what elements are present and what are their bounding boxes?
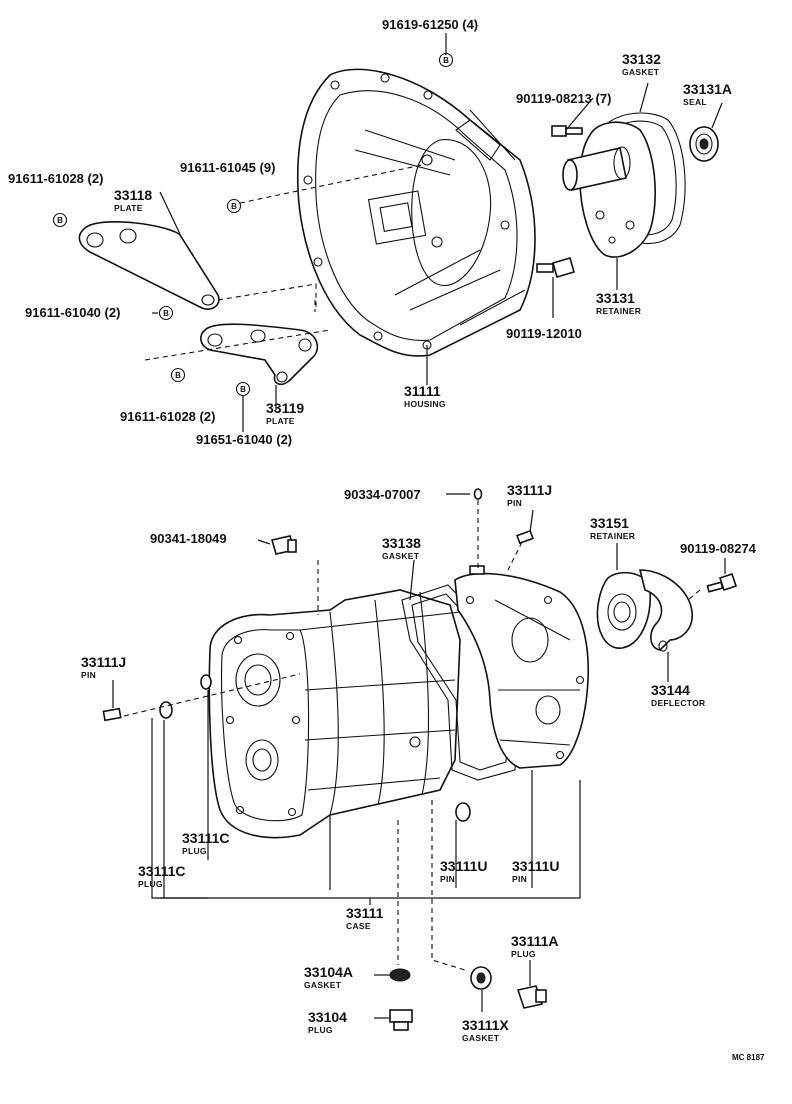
drain-plug: [389, 1009, 413, 1031]
housing-bolt: [536, 257, 575, 278]
extension-housing: [454, 565, 590, 769]
case-plug-a: [159, 701, 173, 719]
callout-33151-desc: RETAINER: [590, 531, 635, 541]
oil-deflector: [638, 569, 693, 652]
plug-gasket: [470, 966, 492, 990]
retainer-bolt: [551, 125, 583, 137]
drain-plug-top: [270, 535, 297, 555]
drawing-code: MC 8187: [732, 1053, 765, 1062]
callout-91611-61045: 91611-61045 (9): [180, 160, 275, 175]
bolt-marker-icon: B: [438, 52, 454, 68]
callout-33119-desc: PLATE: [266, 416, 295, 426]
callout-33118-desc: PLATE: [114, 203, 143, 213]
callout-91619-61250: 91619-61250 (4): [382, 17, 478, 32]
dowel-pin-top: [516, 529, 534, 545]
svg-text:B: B: [231, 202, 237, 211]
callout-33138: 33138: [382, 535, 421, 551]
case-plug-b: [200, 674, 212, 690]
callout-90334-07007: 90334-07007: [344, 487, 421, 502]
callout-33111: 33111: [346, 905, 384, 921]
filler-plug: [516, 985, 547, 1009]
callout-33131A-desc: SEAL: [683, 97, 707, 107]
callout-33111U-left-desc: PIN: [440, 874, 455, 884]
callout-33144: 33144: [651, 682, 690, 698]
callout-33132-desc: GASKET: [622, 67, 660, 77]
bolt-marker-icon: B: [235, 381, 251, 397]
callout-91651-61040: 91651-61040 (2): [196, 432, 292, 447]
callout-90119-08213: 90119-08213 (7): [516, 91, 611, 106]
callout-33111C-upper: 33111C: [182, 830, 230, 846]
bolt-marker-icon: B: [226, 198, 242, 214]
callout-33138-desc: GASKET: [382, 551, 420, 561]
callout-33104: 33104: [308, 1009, 347, 1025]
callout-91611-61040: 91611-61040 (2): [25, 305, 120, 320]
callout-33104A: 33104A: [304, 964, 353, 980]
callout-91611-61028-lower: 91611-61028 (2): [120, 409, 215, 424]
callout-33111J-left: 33111J: [81, 654, 126, 670]
callout-33118: 33118: [114, 187, 152, 203]
callout-90119-12010: 90119-12010: [506, 326, 582, 341]
dowel-pin-left: [102, 707, 122, 722]
callout-33132: 33132: [622, 51, 661, 67]
drain-gasket: [389, 968, 411, 982]
callout-91611-61028-upper: 91611-61028 (2): [8, 171, 103, 186]
engine-plate-lower: [200, 323, 319, 386]
svg-text:B: B: [240, 385, 246, 394]
callout-33111C-lower: 33111C: [138, 863, 186, 879]
svg-text:B: B: [163, 309, 169, 318]
callout-33151: 33151: [590, 515, 629, 531]
front-bearing-retainer: [562, 121, 656, 258]
callout-33111J-left-desc: PIN: [81, 670, 96, 680]
callout-33119: 33119: [266, 400, 304, 416]
callout-33111U-left: 33111U: [440, 858, 488, 874]
callout-33111C-lower-desc: PLUG: [138, 879, 163, 889]
rear-bearing-retainer: [596, 571, 651, 649]
callout-33131: 33131: [596, 290, 635, 306]
svg-text:B: B: [57, 216, 63, 225]
callout-33144-desc: DEFLECTOR: [651, 698, 706, 708]
callout-31111: 31111: [404, 383, 441, 399]
callout-90119-08274: 90119-08274: [680, 541, 757, 556]
svg-text:B: B: [443, 56, 449, 65]
callout-33111A-desc: PLUG: [511, 949, 536, 959]
callout-90341-18049: 90341-18049: [150, 531, 227, 546]
callout-33111J-top-desc: PIN: [507, 498, 522, 508]
bolt-marker-icon: B: [158, 305, 174, 321]
clutch-housing: [296, 68, 536, 357]
svg-text:B: B: [175, 371, 181, 380]
callout-33111X: 33111X: [462, 1017, 509, 1033]
callout-33111C-upper-desc: PLUG: [182, 846, 207, 856]
small-ball: [473, 488, 483, 500]
transmission-case: [208, 589, 461, 839]
callout-33111J-top: 33111J: [507, 482, 552, 498]
callout-33111U-right: 33111U: [512, 858, 560, 874]
oil-seal: [689, 126, 719, 162]
bolt-marker-icon: B: [52, 212, 68, 228]
callout-33111-desc: CASE: [346, 921, 371, 931]
callout-33131A: 33131A: [683, 81, 732, 97]
callout-31111-desc: HOUSING: [404, 399, 446, 409]
callout-33131-desc: RETAINER: [596, 306, 641, 316]
callout-33111X-desc: GASKET: [462, 1033, 500, 1043]
callout-33111A: 33111A: [511, 933, 559, 949]
callout-33104A-desc: GASKET: [304, 980, 342, 990]
callout-33104-desc: PLUG: [308, 1025, 333, 1035]
bolt-marker-icon: B: [170, 367, 186, 383]
dowel-pin-bottom: [455, 802, 471, 822]
callout-33111U-right-desc: PIN: [512, 874, 527, 884]
engine-plate-upper: [78, 221, 220, 310]
deflector-bolt: [706, 572, 738, 593]
